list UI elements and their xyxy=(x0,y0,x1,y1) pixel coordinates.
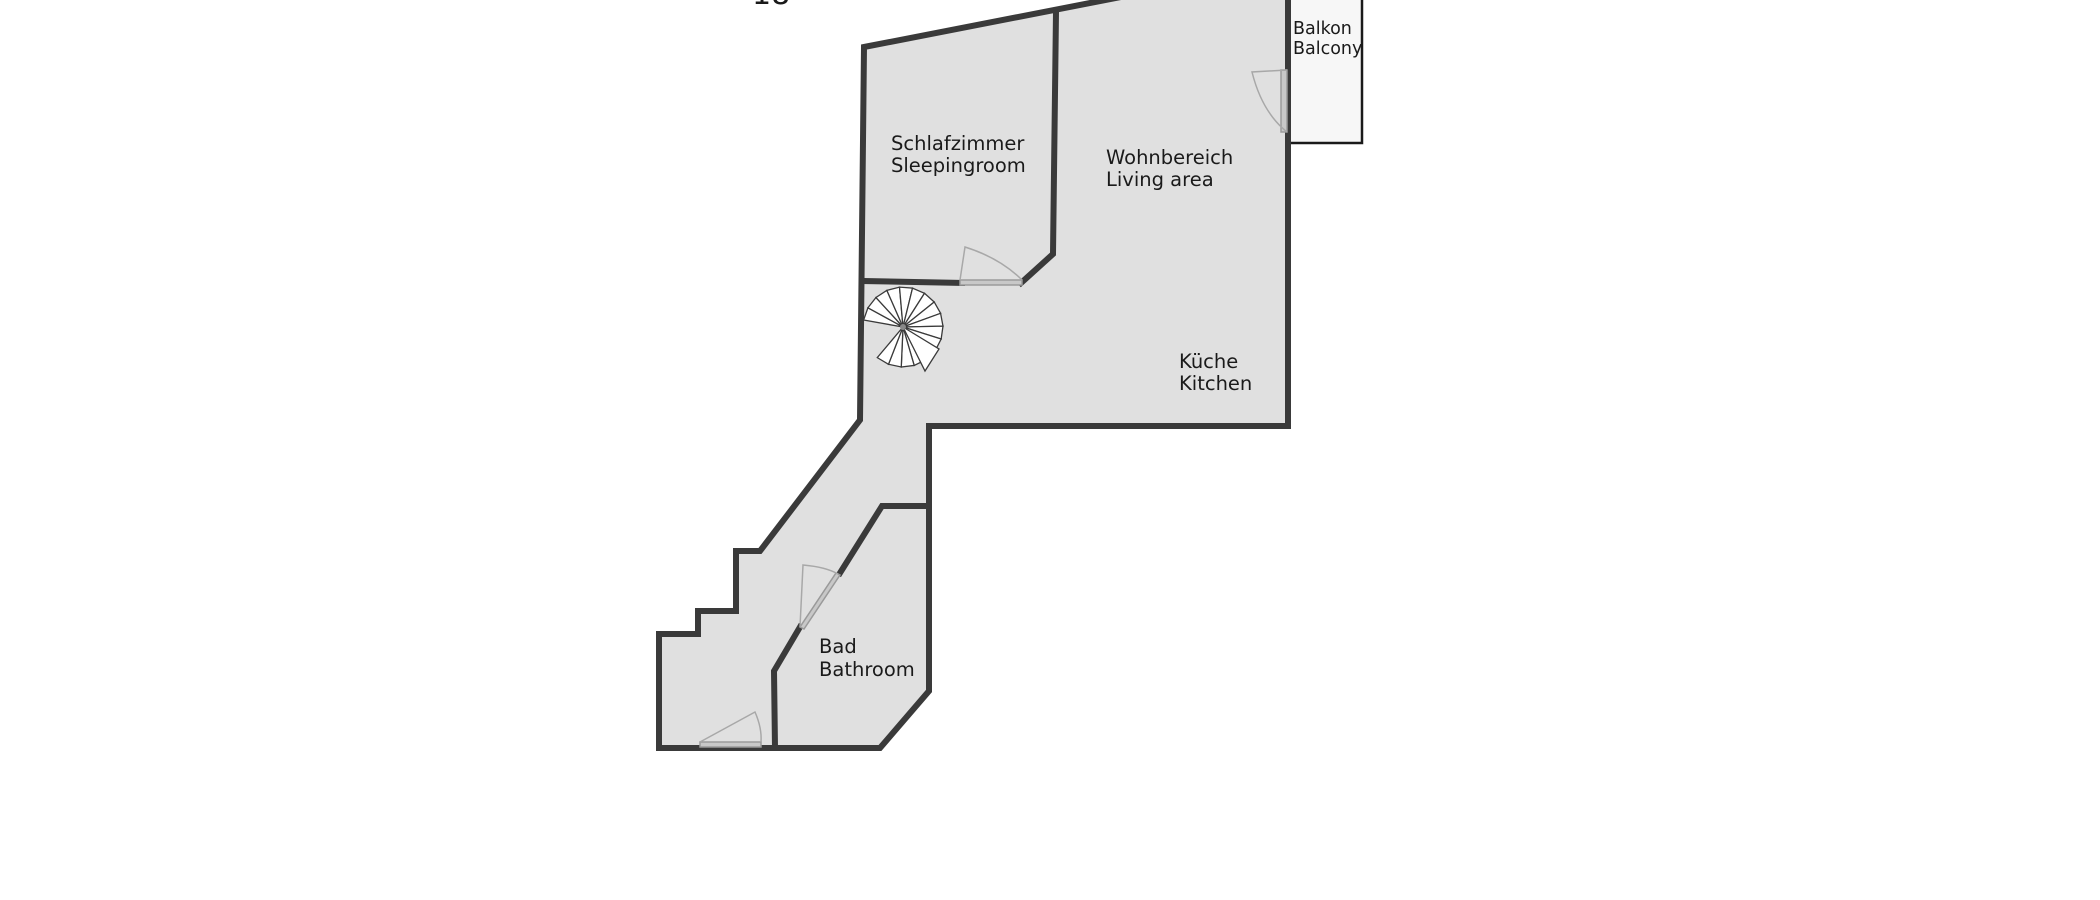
door-swing-arc xyxy=(1251,69,1288,133)
door-icon xyxy=(699,741,762,748)
bathroom-name-de: Bad xyxy=(819,635,857,658)
balcony-name-de: Balkon xyxy=(1293,19,1352,39)
label-bedroom: Schlafzimmer Sleepingroom xyxy=(891,132,1026,177)
kitchen-name-de: Küche xyxy=(1179,350,1238,373)
door-icon xyxy=(798,572,842,630)
bedroom-name-de: Schlafzimmer xyxy=(891,132,1025,155)
living-name-en: Living area xyxy=(1106,168,1214,191)
balcony-name-en: Balcony xyxy=(1293,39,1362,59)
kitchen-name-en: Kitchen xyxy=(1179,372,1252,395)
door-balcony xyxy=(1251,69,1288,133)
stair-newel xyxy=(900,324,906,330)
bathroom-wall xyxy=(835,503,932,578)
door-swing-arc xyxy=(699,710,762,743)
top-cut-label: 18 xyxy=(752,0,790,12)
door-icon xyxy=(959,279,1023,286)
stair-tread xyxy=(876,326,904,366)
door-bedroom xyxy=(959,246,1023,286)
door-entrance xyxy=(699,710,762,748)
bedroom-wall-right xyxy=(1016,8,1060,288)
stair-landing xyxy=(901,325,940,373)
label-balcony: Balkon Balcony xyxy=(1293,19,1362,59)
bathroom-name-en: Bathroom xyxy=(819,658,915,681)
spiral-staircase-icon xyxy=(862,286,944,373)
door-swing-arc xyxy=(799,564,839,628)
label-kitchen: Küche Kitchen xyxy=(1179,350,1252,395)
label-living: Wohnbereich Living area xyxy=(1106,146,1233,191)
bedroom-name-en: Sleepingroom xyxy=(891,154,1026,177)
door-icon xyxy=(1280,69,1288,133)
outer-wall xyxy=(656,0,1291,751)
door-bathroom xyxy=(798,564,842,630)
floor-area xyxy=(659,0,1288,748)
label-bathroom: Bad Bathroom xyxy=(819,635,915,681)
living-name-de: Wohnbereich xyxy=(1106,146,1233,169)
bathroom-wall-lower xyxy=(770,622,805,752)
door-swing-arc xyxy=(959,246,1023,281)
bedroom-wall-bottom xyxy=(860,277,966,287)
